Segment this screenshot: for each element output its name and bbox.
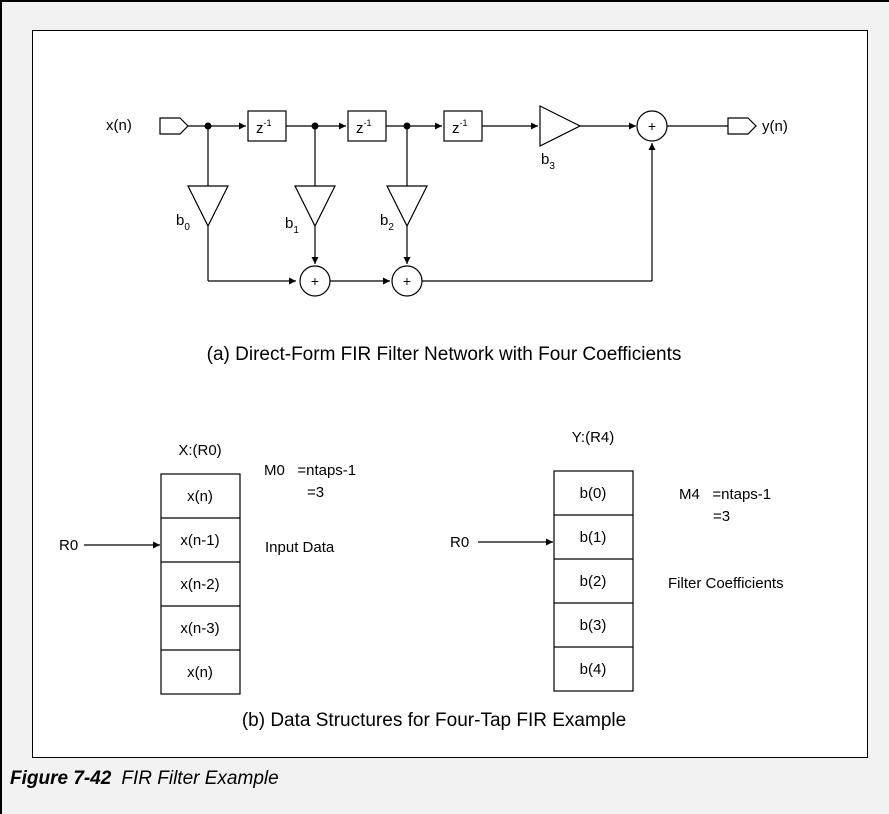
caption-b: (b) Data Structures for Four-Tap FIR Exa… <box>242 710 626 731</box>
delay-label-2: z-1 <box>356 118 372 137</box>
figure-caption: Figure 7-42 FIR Filter Example <box>10 768 279 790</box>
coeff-cell-4: b(4) <box>580 661 607 678</box>
gain-b0 <box>187 185 229 228</box>
input-buffer-box <box>160 473 241 695</box>
coeff-label-b2: b2 <box>380 212 394 233</box>
input-port <box>159 117 189 135</box>
input-data-label: Input Data <box>265 539 335 556</box>
coeff-label-b3: b3 <box>541 151 555 172</box>
input-modifier-1: M0 =ntaps-1 <box>264 462 356 479</box>
coeff-buffer-title: Y:(R4) <box>572 429 615 446</box>
gain-b2 <box>386 185 428 228</box>
output-port <box>727 117 757 135</box>
coeff-cell-3: b(3) <box>580 617 607 634</box>
coeff-cell-1: b(1) <box>580 529 607 546</box>
coeff-modifier-1: M4 =ntaps-1 <box>679 486 771 503</box>
input-cell-2: x(n-2) <box>180 576 219 593</box>
input-label: x(n) <box>106 117 132 134</box>
delay-box-2 <box>347 110 387 142</box>
coeff-pointer-label: R0 <box>450 534 469 551</box>
input-modifier-2: =3 <box>307 484 324 501</box>
delay-label-1: z-1 <box>256 118 272 137</box>
input-cell-3: x(n-3) <box>180 620 219 637</box>
coeff-cell-0: b(0) <box>580 485 607 502</box>
caption-a: (a) Direct-Form FIR Filter Network with … <box>207 344 682 365</box>
input-buffer: X:(R0) x(n) x(n-1) x(n-2) x(n-3) x(n) R0… <box>59 442 356 695</box>
input-buffer-title: X:(R0) <box>178 442 221 459</box>
coeff-label-b1: b1 <box>285 215 299 236</box>
filter-network: x(n) z-1 z-1 z-1 b3 + y(n) b0 <box>106 105 788 297</box>
gain-b1 <box>294 185 336 228</box>
coeff-modifier-2: =3 <box>713 508 730 525</box>
coeff-buffer: Y:(R4) b(0) b(1) b(2) b(3) b(4) R0 M4 =n… <box>450 429 784 692</box>
figure-number: Figure 7-42 <box>10 768 112 789</box>
coeff-cell-2: b(2) <box>580 573 607 590</box>
input-cell-4: x(n) <box>187 664 213 681</box>
input-cell-1: x(n-1) <box>180 532 219 549</box>
input-cell-0: x(n) <box>187 488 213 505</box>
coeff-label-b0: b0 <box>176 212 190 233</box>
gain-b3 <box>539 105 582 147</box>
sum-symbol-2: + <box>403 273 411 289</box>
sum-symbol-out: + <box>648 118 656 134</box>
delay-label-3: z-1 <box>452 118 468 137</box>
input-pointer-label: R0 <box>59 537 78 554</box>
sum-symbol-1: + <box>311 273 319 289</box>
delay-box-3 <box>443 110 483 142</box>
figure-title: FIR Filter Example <box>121 768 279 789</box>
filter-coefficients-label: Filter Coefficients <box>668 575 784 592</box>
output-label: y(n) <box>762 118 788 135</box>
coeff-buffer-box <box>553 470 634 692</box>
